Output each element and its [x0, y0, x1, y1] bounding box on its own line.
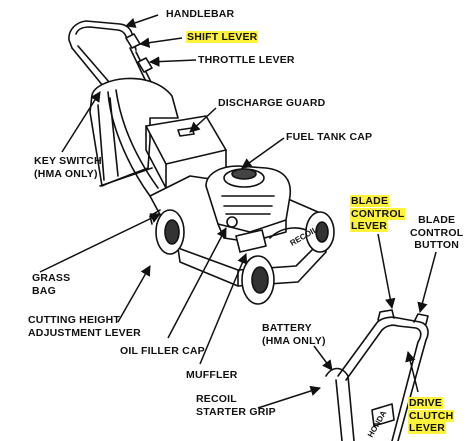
arrow-blade-control-lever — [377, 233, 396, 310]
label-blade-control-lever-line3: LEVER — [350, 220, 389, 232]
discharge-guard-shape — [145, 115, 227, 165]
mower-drawing-partial — [325, 309, 429, 441]
arrow-muffler — [199, 253, 248, 365]
arrow-fuel-tank-cap — [241, 137, 285, 169]
arrow-shift-lever — [138, 37, 183, 48]
label-drive-clutch-line1: DRIVE — [408, 397, 444, 409]
brand-text: HONDA — [366, 409, 389, 439]
label-blade-control-button-line1: BLADE — [418, 214, 456, 226]
arrow-handlebar — [125, 14, 159, 28]
oil-filler-cap-shape — [226, 216, 238, 228]
label-recoil-starter-grip: RECOIL STARTER GRIP — [196, 393, 276, 418]
arrow-battery — [313, 345, 333, 371]
label-recoil-line1: RECOIL — [196, 393, 237, 405]
label-battery-line1: BATTERY — [262, 322, 312, 334]
muffler-shape — [235, 229, 267, 253]
label-key-switch-line2: (HMA ONLY) — [34, 167, 98, 180]
label-battery: BATTERY (HMA ONLY) — [262, 322, 326, 347]
label-blade-control-lever-line1: BLADE — [350, 195, 390, 207]
label-blade-control-lever: BLADE CONTROL LEVER — [350, 195, 406, 233]
label-discharge-guard: DISCHARGE GUARD — [218, 97, 326, 109]
label-blade-control-button-line2: CONTROL — [410, 226, 464, 239]
label-recoil-line2: STARTER GRIP — [196, 405, 276, 418]
leader-lines — [39, 14, 437, 409]
label-cutting-height-line1: CUTTING HEIGHT — [28, 314, 121, 326]
arrow-discharge-guard — [189, 107, 217, 133]
label-grass-bag: GRASS BAG — [32, 272, 70, 297]
label-blade-control-button-line3: BUTTON — [414, 239, 460, 251]
label-cutting-height: CUTTING HEIGHT ADJUSTMENT LEVER — [28, 314, 141, 339]
label-throttle-lever: THROTTLE LEVER — [198, 54, 295, 66]
label-key-switch-line1: KEY SWITCH — [34, 155, 102, 167]
label-key-switch: KEY SWITCH (HMA ONLY) — [34, 155, 102, 180]
label-shift-lever-text: SHIFT LEVER — [186, 31, 259, 43]
arrow-oil-filler-cap — [167, 227, 227, 339]
arrow-cutting-height — [117, 265, 151, 323]
label-grass-bag-line2: BAG — [32, 284, 56, 297]
label-handlebar: HANDLEBAR — [166, 8, 235, 20]
arrow-key-switch — [61, 91, 101, 153]
arrow-recoil-starter — [257, 385, 321, 409]
label-shift-lever: SHIFT LEVER — [186, 31, 259, 44]
label-cutting-height-line2: ADJUSTMENT LEVER — [28, 326, 141, 339]
mower-drawing — [68, 20, 335, 305]
arrow-drive-clutch-lever — [405, 350, 419, 393]
label-drive-clutch-line3: LEVER — [408, 422, 447, 434]
handlebar-shape — [68, 20, 137, 51]
arrow-blade-control-button — [417, 251, 437, 314]
label-oil-filler-cap: OIL FILLER CAP — [120, 345, 205, 357]
label-muffler: MUFFLER — [186, 369, 238, 381]
label-blade-control-button: BLADE CONTROL BUTTON — [410, 214, 463, 252]
label-drive-clutch-line2: CLUTCH — [408, 409, 455, 422]
label-blade-control-lever-line2: CONTROL — [350, 207, 406, 220]
label-battery-line2: (HMA ONLY) — [262, 334, 326, 347]
arrow-throttle-lever — [148, 56, 197, 67]
arrow-grass-bag — [39, 213, 161, 273]
label-fuel-tank-cap: FUEL TANK CAP — [286, 131, 373, 143]
label-drive-clutch-lever: DRIVE CLUTCH LEVER — [408, 397, 455, 435]
label-grass-bag-line1: GRASS — [32, 272, 71, 284]
